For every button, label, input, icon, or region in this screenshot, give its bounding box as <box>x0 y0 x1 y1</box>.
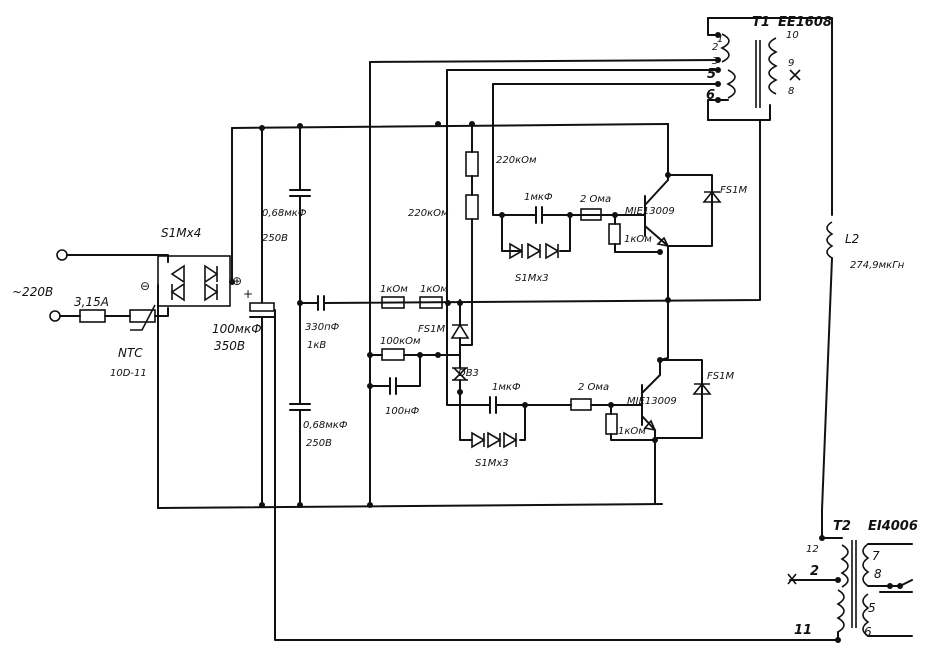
t2-pin-7: 7 <box>872 549 880 563</box>
t1-pin-1: 1 <box>717 34 723 45</box>
cap1-voltage: 250В <box>262 233 288 244</box>
t1-label: T1 <box>752 15 770 30</box>
cap2-voltage: 250В <box>306 438 332 449</box>
transformer-t1: T1 EE1608 1 2 3 5 6 10 9 8 <box>369 15 833 216</box>
ntc-model-label: 10D-11 <box>110 368 147 379</box>
t1-feedback-wire <box>446 69 461 406</box>
s1m-chain-bot <box>471 431 518 449</box>
r2-label: 1кОм <box>420 284 448 295</box>
fuse <box>79 309 106 323</box>
bulk-cap-value: 100мкФ <box>212 322 262 336</box>
cap-330pf <box>317 295 325 311</box>
t2-pin-8: 8 <box>874 567 882 581</box>
r3-label: 100кОм <box>380 336 421 347</box>
t1-pin-2: 2 <box>712 42 718 53</box>
junction-dots <box>229 32 903 643</box>
return-wire <box>274 309 796 641</box>
ntc-label: NTC <box>118 346 143 360</box>
resistor-2ohm-bot <box>570 398 592 411</box>
bridge-frame <box>157 255 231 307</box>
t1-pin-3: 3 <box>712 56 718 67</box>
resistor-220k-a <box>465 151 479 177</box>
t1-pin-10: 10 <box>786 30 799 41</box>
bulk-cap-plus: + <box>243 287 253 301</box>
t1-model: EE1608 <box>778 15 832 30</box>
t2-pin-2: 2 <box>810 564 819 579</box>
t2-pin-6: 6 <box>864 625 872 639</box>
resistor-1k-be-bot <box>605 413 618 435</box>
fuse-label: 3,15А <box>74 295 109 309</box>
t2-pin-5: 5 <box>868 601 876 615</box>
cap-100nf <box>389 377 397 395</box>
resistor-100k <box>381 348 405 361</box>
t1-pin-8: 8 <box>788 86 794 97</box>
bulk-capacitor: + 100мкФ 350В <box>212 127 275 506</box>
t2-pin-12: 12 <box>806 544 819 555</box>
mains-terminal-top <box>56 249 68 261</box>
l2-value: 274,9мкГн <box>850 260 905 271</box>
t2-label: T2 <box>833 519 851 534</box>
cap3-voltage: 1кВ <box>307 340 326 351</box>
cap-1uf-bot <box>489 396 497 414</box>
resistor-1k-b <box>419 296 443 309</box>
t1-pin-6: 6 <box>706 88 715 103</box>
t1-pin-5: 5 <box>707 67 716 82</box>
s1m3-top-label: S1Mx3 <box>515 273 549 284</box>
fs1m-top-label: FS1M <box>720 185 747 196</box>
cap1-value: 0,68мкФ <box>262 208 307 219</box>
q-bot-label: MJE13009 <box>627 396 677 407</box>
resistor-1k-a <box>381 296 405 309</box>
cap4-value: 100нФ <box>385 406 420 417</box>
bridge-plus: ⊕ <box>232 274 242 288</box>
mains-terminal-bottom <box>49 310 61 322</box>
cap5-value: 1мкФ <box>524 192 553 203</box>
negative-rail <box>157 503 663 509</box>
r-upper-b-label: 220кОм <box>408 208 449 219</box>
rectifier-bridge: S1Mx4 ⊖ ⊕ <box>140 127 242 509</box>
r-base-top-label: 2 Ома <box>580 194 611 205</box>
cap6-value: 1мкФ <box>492 382 521 393</box>
l2-label: L2 <box>845 232 859 246</box>
t1-pin-9: 9 <box>788 58 794 69</box>
resistor-220k-b <box>465 194 479 220</box>
mains-input: ~220В 3,15А NTC 10D-11 <box>12 249 169 379</box>
fs1m-mid-label: FS1M <box>418 324 445 335</box>
c100nf-wire <box>369 354 421 387</box>
transformer-t2: T2 EI4006 12 2 11 7 8 5 6 <box>787 519 918 641</box>
fs1m-bot-label: FS1M <box>707 371 734 382</box>
transistor-bottom: MJE13009 <box>627 299 677 505</box>
cap2-value: 0,68мкФ <box>303 420 348 431</box>
positive-rail <box>231 123 669 129</box>
t2-model: EI4006 <box>868 519 918 534</box>
q-top-label: MJE13009 <box>625 206 675 217</box>
resistor-2ohm-top <box>580 208 602 221</box>
s1m-chain-top <box>509 242 560 260</box>
r-be-top-label: 1кОм <box>624 234 652 245</box>
r-upper-a-label: 220кОм <box>496 155 537 166</box>
bulk-cap-voltage: 350В <box>214 339 245 353</box>
r-be-bot-label: 1кОм <box>618 426 646 437</box>
bridge-label: S1Mx4 <box>161 226 201 240</box>
t2-pin-11: 11 <box>794 623 812 638</box>
cap-1uf-top <box>535 206 543 224</box>
r-base-bot-label: 2 Ома <box>578 382 609 393</box>
s1m3-bot-label: S1Mx3 <box>475 458 509 469</box>
r1-label: 1кОм <box>380 284 408 295</box>
resistor-1k-be-top <box>608 223 621 245</box>
cap3-value: 330пФ <box>305 322 340 333</box>
mains-voltage-label: ~220В <box>12 285 53 299</box>
db3-label: DB3 <box>458 368 479 379</box>
bridge-minus: ⊖ <box>140 279 150 293</box>
inductor-l2: L2 274,9мкГн <box>821 221 905 539</box>
transistor-top: MJE13009 <box>625 123 675 301</box>
